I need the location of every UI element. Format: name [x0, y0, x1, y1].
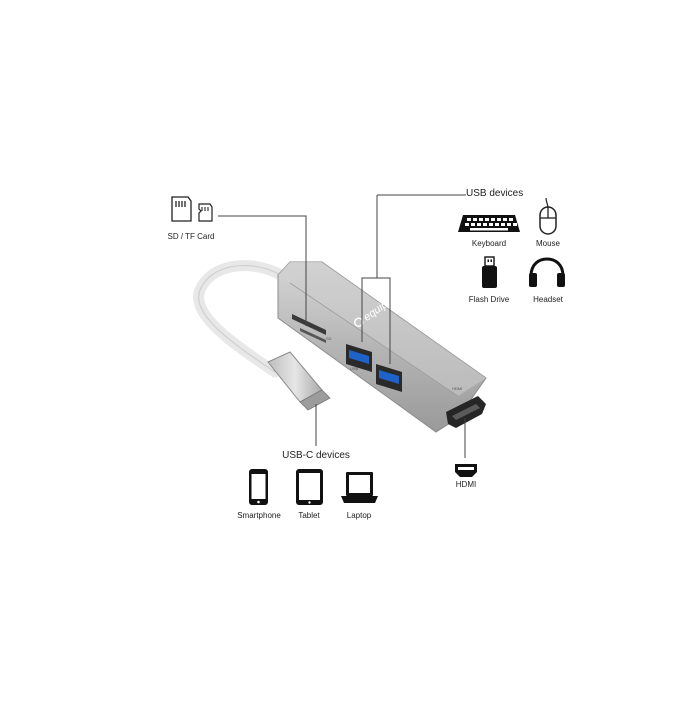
sd-card-slot: [292, 314, 326, 343]
usb-a-port-2: [376, 364, 402, 392]
hdmi-port-icon: [455, 464, 477, 477]
sd-card-icon: [171, 196, 192, 222]
headset-icon: [529, 257, 565, 287]
usb-hub-body: [277, 261, 487, 433]
keyboard-icon: [458, 215, 520, 232]
callout-lines: [218, 194, 466, 458]
flash-drive-icon: [482, 256, 497, 288]
usb-c-plug: [267, 351, 331, 411]
hdmi-label: HDMI: [455, 480, 477, 489]
port-label-usb: USB: [350, 366, 359, 371]
flash-drive-label: Flash Drive: [468, 295, 510, 304]
port-label-sd: SD: [326, 336, 332, 341]
usb-devices-title: USB devices: [466, 188, 524, 199]
usb-blue-tongue-1: [349, 350, 369, 364]
tf-card-icon: [198, 203, 213, 222]
tablet-label: Tablet: [298, 511, 320, 520]
headset-label: Headset: [533, 295, 563, 304]
mouse-label: Mouse: [535, 239, 560, 248]
hdmi-port: [446, 396, 486, 428]
smartphone-label: Smartphone: [237, 511, 281, 520]
smartphone-icon: [249, 469, 268, 505]
laptop-icon: [341, 472, 378, 503]
laptop-label: Laptop: [346, 511, 372, 520]
tablet-icon: [296, 469, 323, 505]
usb-a-port-1: [346, 344, 372, 372]
sd-card-label: SD / TF Card: [167, 232, 215, 241]
usb-blue-tongue-2: [379, 370, 399, 384]
usb-c-devices-title: USB-C devices: [282, 450, 350, 461]
keyboard-label: Keyboard: [471, 239, 507, 248]
callout-usb-bracket: [361, 277, 391, 364]
port-label-hdmi: HDMI: [452, 386, 462, 391]
mouse-icon: [539, 197, 557, 235]
callout-sd: [218, 215, 307, 326]
